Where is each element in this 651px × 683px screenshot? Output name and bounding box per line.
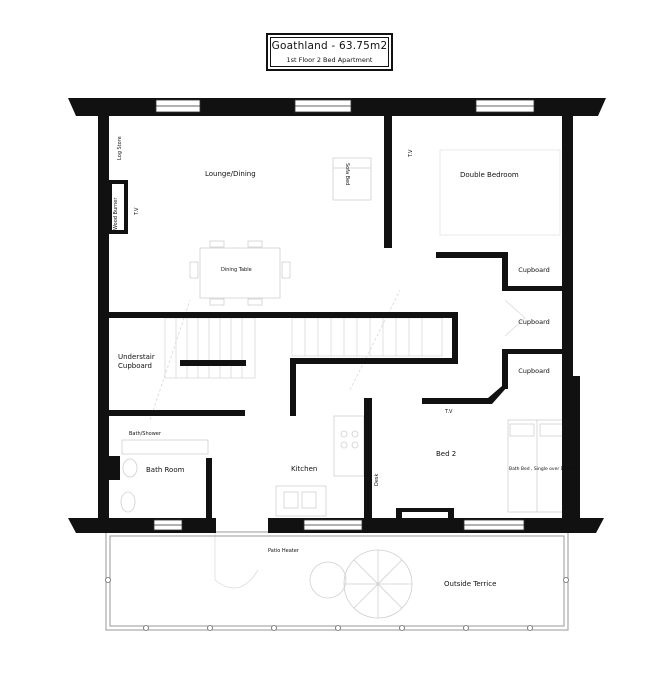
plan-subtitle: 1st Floor 2 Bed Apartment	[286, 56, 373, 64]
room-label-bath-room: Bath Room	[146, 466, 185, 474]
label-patio-heater: Patio Heater	[268, 548, 299, 554]
windows	[153, 99, 535, 531]
label-tv-bed2: T.V	[445, 409, 453, 415]
room-label-understair-line1: Understair	[118, 353, 155, 361]
room-label-double-bedroom: Double Bedroom	[460, 171, 519, 179]
label-bath-bed: Bath Bed , Single over Double	[509, 467, 577, 472]
label-bath-shower: Bath/Shower	[129, 431, 161, 437]
room-label-lounge: Lounge/Dining	[205, 170, 256, 178]
room-label-understair-line2: Cupboard	[118, 362, 152, 370]
plan-title-inner-border	[270, 37, 389, 67]
label-tv-lounge: T.V	[134, 207, 140, 215]
room-label-bed-2: Bed 2	[436, 450, 457, 458]
label-wood-burner: Wood Burner	[113, 197, 119, 230]
label-sofa-bed: Sofa Bed	[344, 163, 350, 186]
label-dining-table: Dining Table	[221, 267, 252, 273]
plan-title-box: Goathland - 63.75m2 1st Floor 2 Bed Apar…	[266, 33, 393, 71]
terrace-railing-posts	[105, 577, 569, 631]
room-label-cupboard-1: Cupboard	[518, 266, 550, 274]
plan-title: Goathland - 63.75m2	[271, 40, 388, 52]
label-tv-bedroom: T.V	[408, 149, 414, 157]
area-label-terrace: Outside Terrice	[444, 580, 497, 588]
room-label-kitchen: Kitchen	[291, 465, 318, 473]
label-desk: Desk	[374, 473, 380, 486]
room-label-cupboard-2: Cupboard	[518, 318, 550, 326]
label-log-store: Log Store	[117, 136, 123, 160]
room-label-cupboard-3: Cupboard	[518, 367, 550, 375]
